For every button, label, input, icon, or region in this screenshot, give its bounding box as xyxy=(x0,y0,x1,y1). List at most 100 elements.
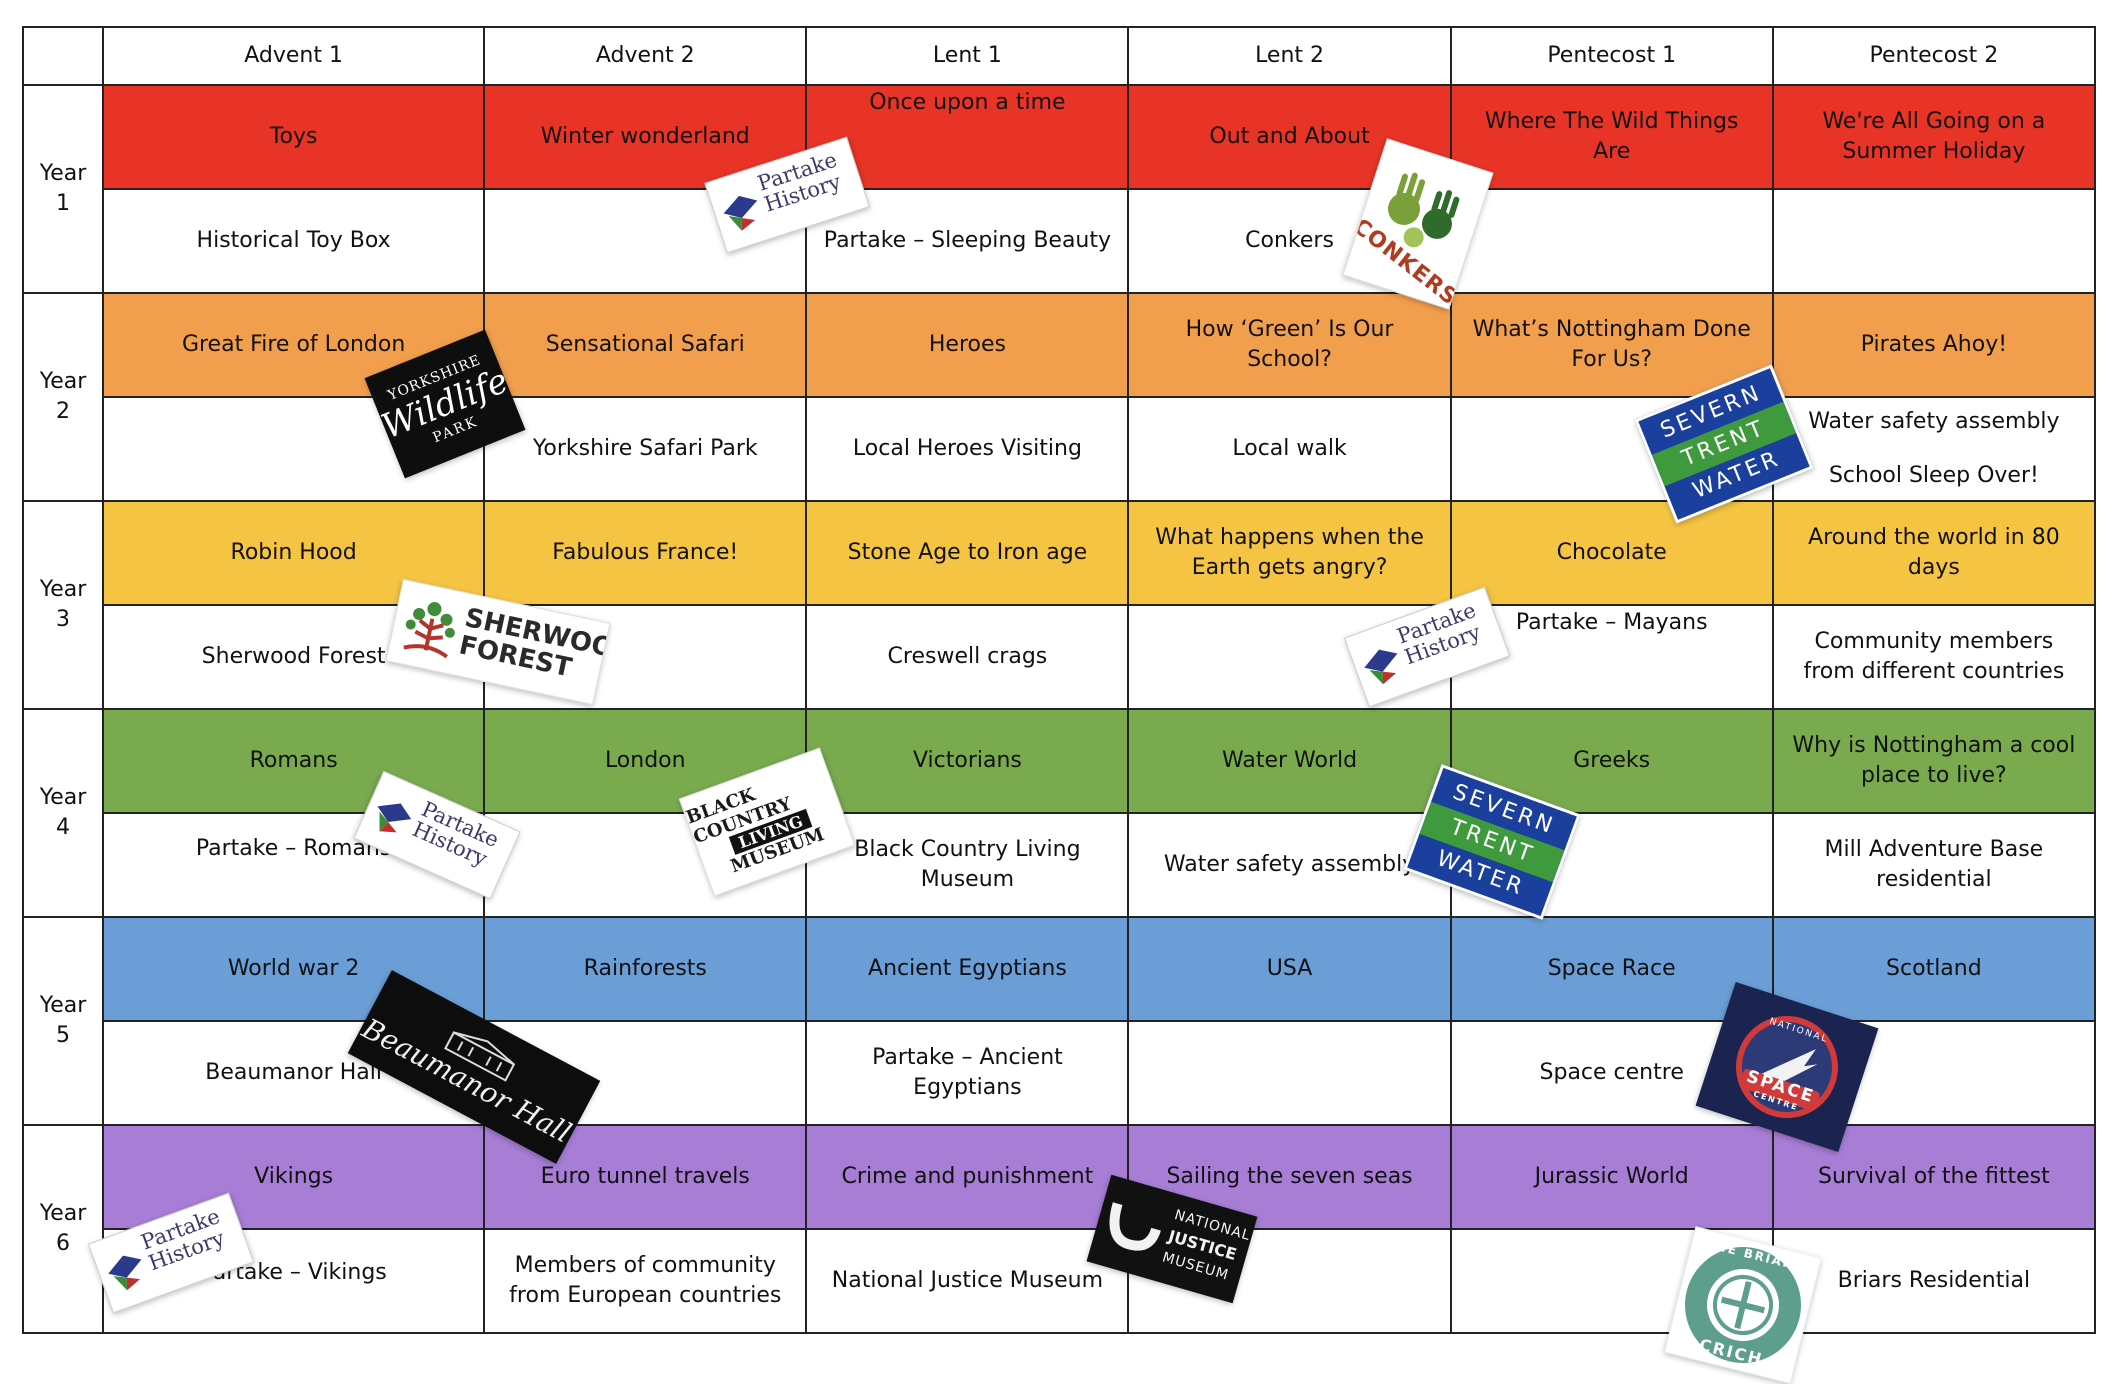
topic-cell: Sailing the seven seas xyxy=(1127,1124,1452,1230)
topic-cell: Jurassic World xyxy=(1449,1124,1774,1230)
hall-building-icon xyxy=(444,1030,516,1082)
partake-mark-icon xyxy=(723,195,758,231)
national-justice-museum-logo: NATIONAL JUSTICE MUSEUM xyxy=(1086,1174,1258,1304)
visit-text: Partake – Mayans xyxy=(1515,610,1708,635)
topic-cell: Winter wonderland xyxy=(483,84,808,190)
justice-mark-icon xyxy=(1109,1202,1161,1251)
topic-cell: Robin Hood xyxy=(102,500,486,606)
visit-cell: National Justice Museum xyxy=(805,1228,1130,1334)
visit-row-year4: Partake – Romans Black Country Living Mu… xyxy=(23,812,2097,918)
topic-cell: Pirates Ahoy! xyxy=(1771,292,2097,398)
national-space-centre-logo: NATIONAL SPACE CENTRE xyxy=(1695,982,1879,1152)
topic-cell: USA xyxy=(1127,916,1452,1022)
visit-cell: Black Country Living Museum xyxy=(805,812,1130,918)
topic-cell: Sensational Safari xyxy=(483,292,808,398)
visit-cell: Yorkshire Safari Park xyxy=(483,396,808,502)
topic-cell: How ‘Green’ Is Our School? xyxy=(1127,292,1452,398)
topic-cell: What happens when the Earth gets angry? xyxy=(1127,500,1452,606)
topic-cell: Crime and punishment xyxy=(805,1124,1130,1230)
visit-cell: Local walk xyxy=(1127,396,1452,502)
rocket-icon xyxy=(1736,1016,1838,1118)
briars-crich-logo: THE BRIARS CRICH xyxy=(1664,1226,1822,1384)
topic-cell: London xyxy=(483,708,808,814)
topic-cell: Space Race xyxy=(1449,916,1774,1022)
visit-cell: Local Heroes Visiting xyxy=(805,396,1130,502)
topic-cell: What’s Nottingham Done For Us? xyxy=(1449,292,1774,398)
topic-cell: Where The Wild Things Are xyxy=(1449,84,1774,190)
topic-cell: Vikings xyxy=(102,1124,486,1230)
topic-cell: Toys xyxy=(102,84,486,190)
topic-cell: Stone Age to Iron age xyxy=(805,500,1130,606)
visit-cell: Water safety assembly xyxy=(1127,812,1452,918)
conkers-logo: CONKERS xyxy=(1342,138,1494,310)
column-header: Advent 1 xyxy=(102,26,486,86)
corner-cell xyxy=(21,26,105,86)
visit-row-year3: Sherwood Forest Creswell crags Partake –… xyxy=(23,604,2097,710)
header-row: Advent 1 Advent 2 Lent 1 Lent 2 Pentecos… xyxy=(21,26,2097,86)
partake-mark-icon xyxy=(108,1255,142,1291)
column-header: Advent 2 xyxy=(483,26,808,86)
column-header: Lent 1 xyxy=(805,26,1130,86)
partake-mark-icon xyxy=(377,803,412,833)
visit-text: Water safety assembly xyxy=(1808,409,2060,434)
topic-cell: Chocolate xyxy=(1449,500,1774,606)
topic-cell: Water World xyxy=(1127,708,1452,814)
topic-cell: Fabulous France! xyxy=(483,500,808,606)
visit-row-year1: Historical Toy Box Partake – Sleeping Be… xyxy=(23,188,2097,294)
briars-badge-icon xyxy=(1685,1247,1801,1363)
topic-cell: Scotland xyxy=(1771,916,2097,1022)
topic-cell: Euro tunnel travels xyxy=(483,1124,808,1230)
topic-cell: Victorians xyxy=(805,708,1130,814)
topic-cell: Around the world in 80 days xyxy=(1771,500,2097,606)
visit-text: School Sleep Over! xyxy=(1828,463,2039,488)
hand-prints-icon xyxy=(1388,172,1460,247)
curriculum-grid: Advent 1 Advent 2 Lent 1 Lent 2 Pentecos… xyxy=(21,26,2097,1344)
topic-text: Once upon a time xyxy=(869,90,1066,115)
partake-mark-icon xyxy=(1364,649,1398,685)
topic-cell: Rainforests xyxy=(483,916,808,1022)
visit-cell xyxy=(1449,188,1774,294)
visit-cell: Partake – Romans xyxy=(102,812,486,918)
curriculum-table: Advent 1 Advent 2 Lent 1 Lent 2 Pentecos… xyxy=(21,26,2097,1334)
visit-cell: Creswell crags xyxy=(805,604,1130,710)
column-header: Lent 2 xyxy=(1127,26,1452,86)
visit-cell: Briars Residential xyxy=(1771,1228,2097,1334)
topic-cell: Romans xyxy=(102,708,486,814)
topic-cell: Once upon a time xyxy=(805,84,1130,190)
column-header: Pentecost 2 xyxy=(1771,26,2097,86)
visit-cell: Members of community from European count… xyxy=(483,1228,808,1334)
topic-cell: Why is Nottingham a cool place to live? xyxy=(1771,708,2097,814)
topic-cell: Heroes xyxy=(805,292,1130,398)
visit-cell: Partake – Ancient Egyptians xyxy=(805,1020,1130,1126)
beaumanor-hall-logo: Beaumanor Hall xyxy=(347,970,601,1164)
visit-cell xyxy=(1127,1020,1452,1126)
visit-cell: Mill Adventure Base residential xyxy=(1771,812,2097,918)
visit-cell: Partake – Sleeping Beauty xyxy=(805,188,1130,294)
visit-cell: Community members from different countri… xyxy=(1771,604,2097,710)
tree-icon xyxy=(403,602,455,659)
